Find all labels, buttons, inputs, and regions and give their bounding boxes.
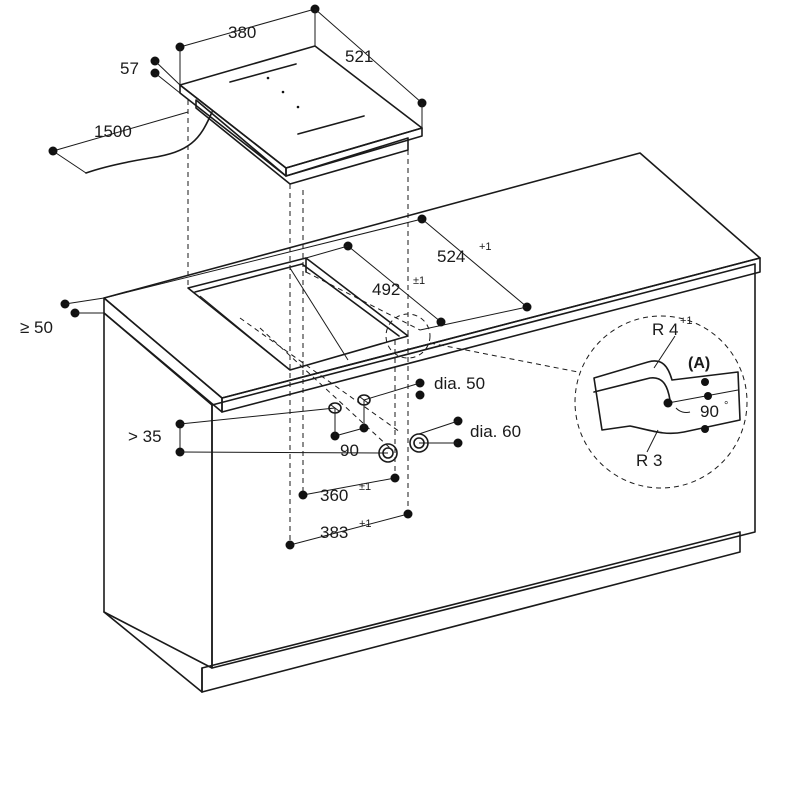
cutout-opening xyxy=(187,257,409,371)
dimension-lines xyxy=(48,4,532,550)
detail-source-circle xyxy=(385,313,431,359)
cabinet-side xyxy=(211,263,756,669)
label-492-tol: ±1 xyxy=(413,275,425,287)
label-360-tol: ±1 xyxy=(359,481,371,493)
labels: 380 521 57 1500 524 +1 492 ±1 ≥ 50 > 35 … xyxy=(20,23,728,542)
label-min-height: > 35 xyxy=(128,427,162,446)
label-r3: R 3 xyxy=(636,451,662,470)
power-cable xyxy=(85,111,213,174)
label-524-tol: +1 xyxy=(479,241,492,253)
zone-marking-front xyxy=(297,115,365,135)
hob-glass-top xyxy=(179,45,423,169)
label-detail-angle-unit: ° xyxy=(724,400,728,412)
countertop-front-edge xyxy=(103,297,223,413)
label-dia-50: dia. 50 xyxy=(434,374,485,393)
label-detail-angle: 90 xyxy=(700,402,719,421)
label-57: 57 xyxy=(120,59,139,78)
cabinet xyxy=(103,152,761,693)
detail-callout xyxy=(385,313,748,489)
countertop-top xyxy=(103,152,761,399)
detail-circle xyxy=(574,315,748,489)
label-524: 524 xyxy=(437,247,465,266)
label-380: 380 xyxy=(228,23,256,42)
label-dia-60: dia. 60 xyxy=(470,422,521,441)
label-383: 383 xyxy=(320,523,348,542)
label-360: 360 xyxy=(320,486,348,505)
countertop-section xyxy=(593,360,741,435)
label-521: 521 xyxy=(345,47,373,66)
cutout xyxy=(187,257,409,371)
label-r4: R 4 xyxy=(652,320,678,339)
label-front-distance: ≥ 50 xyxy=(20,318,53,337)
label-marker-a: (A) xyxy=(688,355,710,372)
label-492: 492 xyxy=(372,280,400,299)
label-1500: 1500 xyxy=(94,122,132,141)
label-383-tol: +1 xyxy=(359,518,372,530)
label-90: 90 xyxy=(340,441,359,460)
cabinet-front xyxy=(103,312,213,669)
label-r4-tol: +1 xyxy=(680,315,693,327)
countertop-side-edge xyxy=(221,257,761,413)
zone-marking-rear xyxy=(229,63,297,83)
projection-lines xyxy=(187,100,421,540)
